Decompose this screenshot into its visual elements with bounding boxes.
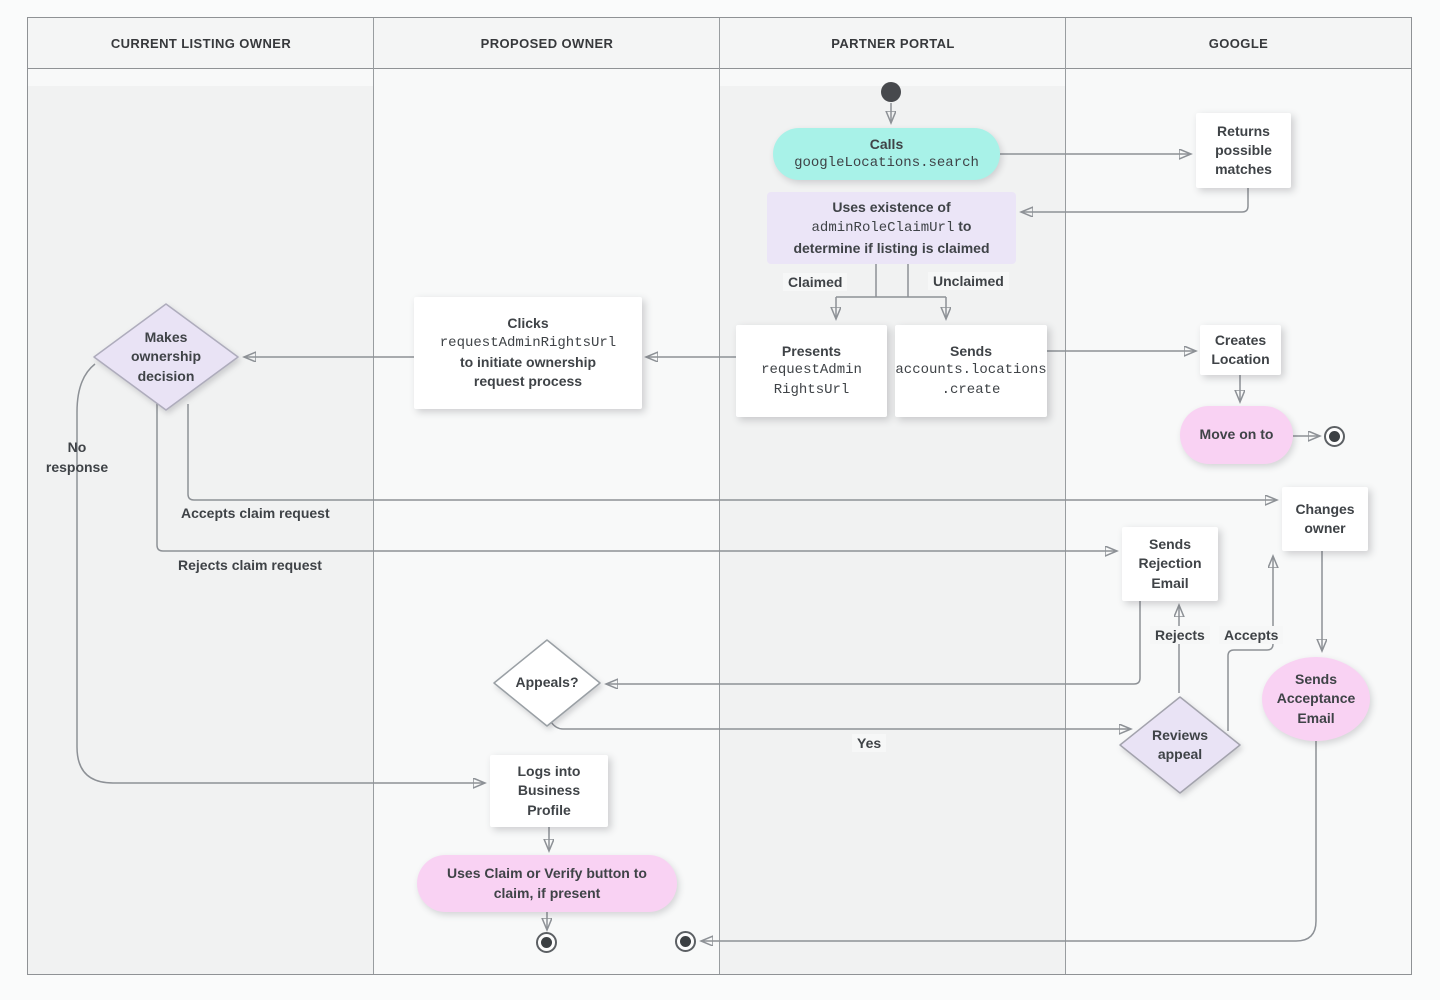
node-returns-possible-matches: Returns possible matches [1196,113,1291,188]
node-code: RightsUrl [773,381,850,398]
node-code: requestAdminRightsUrl [439,334,617,351]
final-node [1324,426,1345,447]
node-line: determine if listing is claimed [793,239,990,256]
edge-label-claimed: Claimed [783,273,848,291]
node-calls-googlelocations-search: Calls googleLocations.search [773,128,1000,180]
node-text: Returns possible matches [1215,122,1272,178]
node-uses-existence-adminroleclaimurl: Uses existence of adminRoleClaimUrl to d… [767,192,1016,264]
diamond-shape [1119,696,1241,794]
node-code: adminRoleClaimUrl [811,220,955,237]
node-text: Changes owner [1295,500,1355,536]
edge-label-rejects: Rejects [1150,626,1210,644]
node-reviews-appeal: Reviews appeal [1118,695,1242,795]
node-text: Makes ownership decision [130,329,201,384]
node-text: Sends Rejection Email [1138,536,1202,591]
final-node-dot [541,937,552,948]
edge-label-unclaimed: Unclaimed [928,272,1009,290]
lane-header-proposed-owner: PROPOSED OWNER [374,18,720,69]
node-clicks-requestadminrightsurl: Clicks requestAdminRightsUrl to initiate… [414,297,642,409]
node-title: Sends [949,343,992,360]
node-text: Creates Location [1211,331,1270,367]
node-line: to initiate ownership [459,354,597,370]
node-text: Move on to [1199,426,1274,443]
edge-no-response [76,363,484,783]
node-sends-accounts-locations-create: Sends accounts.locations .create [895,325,1047,417]
node-appeals: Appeals? [492,638,602,728]
edge-reviews-accepts [1227,557,1273,731]
node-code: requestAdmin [761,362,862,379]
node-line: Uses existence of [832,199,951,216]
node-sends-rejection-email: Sends Rejection Email [1122,527,1218,601]
edge-rejection-to-appeals [607,601,1141,684]
node-text: Sends Acceptance Email [1276,671,1356,726]
edge-accepts-claim [187,404,1276,500]
lane-divider [1065,18,1066,974]
node-sends-acceptance-email: Sends Acceptance Email [1262,657,1370,741]
node-line: Uses Claim or Verify button to [447,865,647,882]
final-node-dot [1329,431,1340,442]
node-creates-location: Creates Location [1200,325,1281,375]
edge-label-accepts-claim-request: Accepts claim request [181,505,330,521]
node-text: Reviews appeal [1151,726,1209,762]
edge-label-no-response: No response [45,439,109,476]
node-line: request process [473,373,583,390]
node-text: Appeals? [515,674,579,691]
node-code: accounts.locations [895,362,1047,379]
diamond-shape [93,303,239,411]
final-node [675,931,696,952]
lane-header-google: GOOGLE [1066,18,1411,69]
start-node [881,82,901,102]
edge-label-rejects-claim-request: Rejects claim request [178,557,322,573]
lane-divider [719,18,720,974]
lane-current-listing-owner [28,86,374,974]
node-line: claim, if present [493,884,601,901]
edge-acceptance-to-end [702,741,1317,941]
edge-appeals-yes [550,721,1130,729]
node-text: Logs into Business Profile [517,763,581,818]
edge-returns-to-uses [1022,188,1249,212]
node-title: Clicks [507,315,549,332]
diamond-shape [493,639,601,727]
lane-divider [373,18,374,974]
node-presents-requestadminrightsurl: Presents requestAdmin RightsUrl [736,325,887,417]
node-title: Calls [869,135,904,152]
node-code: googleLocations.search [794,155,979,171]
edge-label-accepts: Accepts [1219,626,1284,644]
final-node [536,932,557,953]
node-changes-owner: Changes owner [1282,487,1368,551]
lane-header-partner-portal: PARTNER PORTAL [720,18,1066,69]
node-line: adminRoleClaimUrl to [811,218,972,237]
final-node-dot [680,936,691,947]
edge-rejects-claim [156,400,1116,551]
node-code: .create [941,381,1001,398]
node-makes-ownership-decision: Makes ownership decision [92,302,240,412]
node-move-on-to: Move on to [1180,406,1293,464]
node-title: Presents [781,343,842,360]
lane-header-current-listing-owner: CURRENT LISTING OWNER [28,18,374,69]
node-uses-claim-or-verify: Uses Claim or Verify button to claim, if… [417,855,677,912]
edge-label-yes: Yes [852,734,887,752]
node-logs-into-business-profile: Logs into Business Profile [490,755,608,827]
